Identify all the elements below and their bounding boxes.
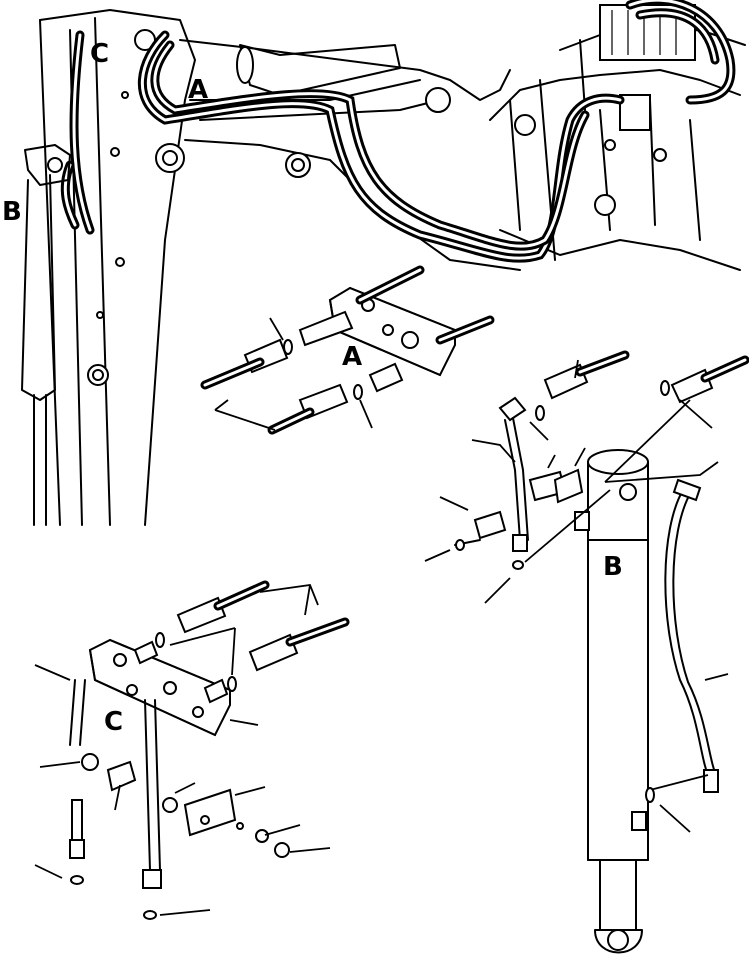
detail-b-parts bbox=[424, 350, 630, 604]
o-ring-icon bbox=[283, 339, 363, 400]
callout-c-detail: C bbox=[104, 707, 123, 737]
swing-cylinder-icon bbox=[574, 355, 749, 954]
callout-b-detail: B bbox=[603, 552, 623, 582]
callout-a-top: A bbox=[188, 75, 208, 105]
backhoe-boom-icon bbox=[21, 0, 746, 526]
detail-c bbox=[34, 580, 350, 920]
detail-a bbox=[200, 265, 495, 435]
callout-b-top: B bbox=[2, 197, 22, 227]
callout-c-top: C bbox=[90, 39, 109, 69]
callout-a-detail: A bbox=[342, 342, 362, 372]
boom-hoses bbox=[24, 30, 625, 263]
